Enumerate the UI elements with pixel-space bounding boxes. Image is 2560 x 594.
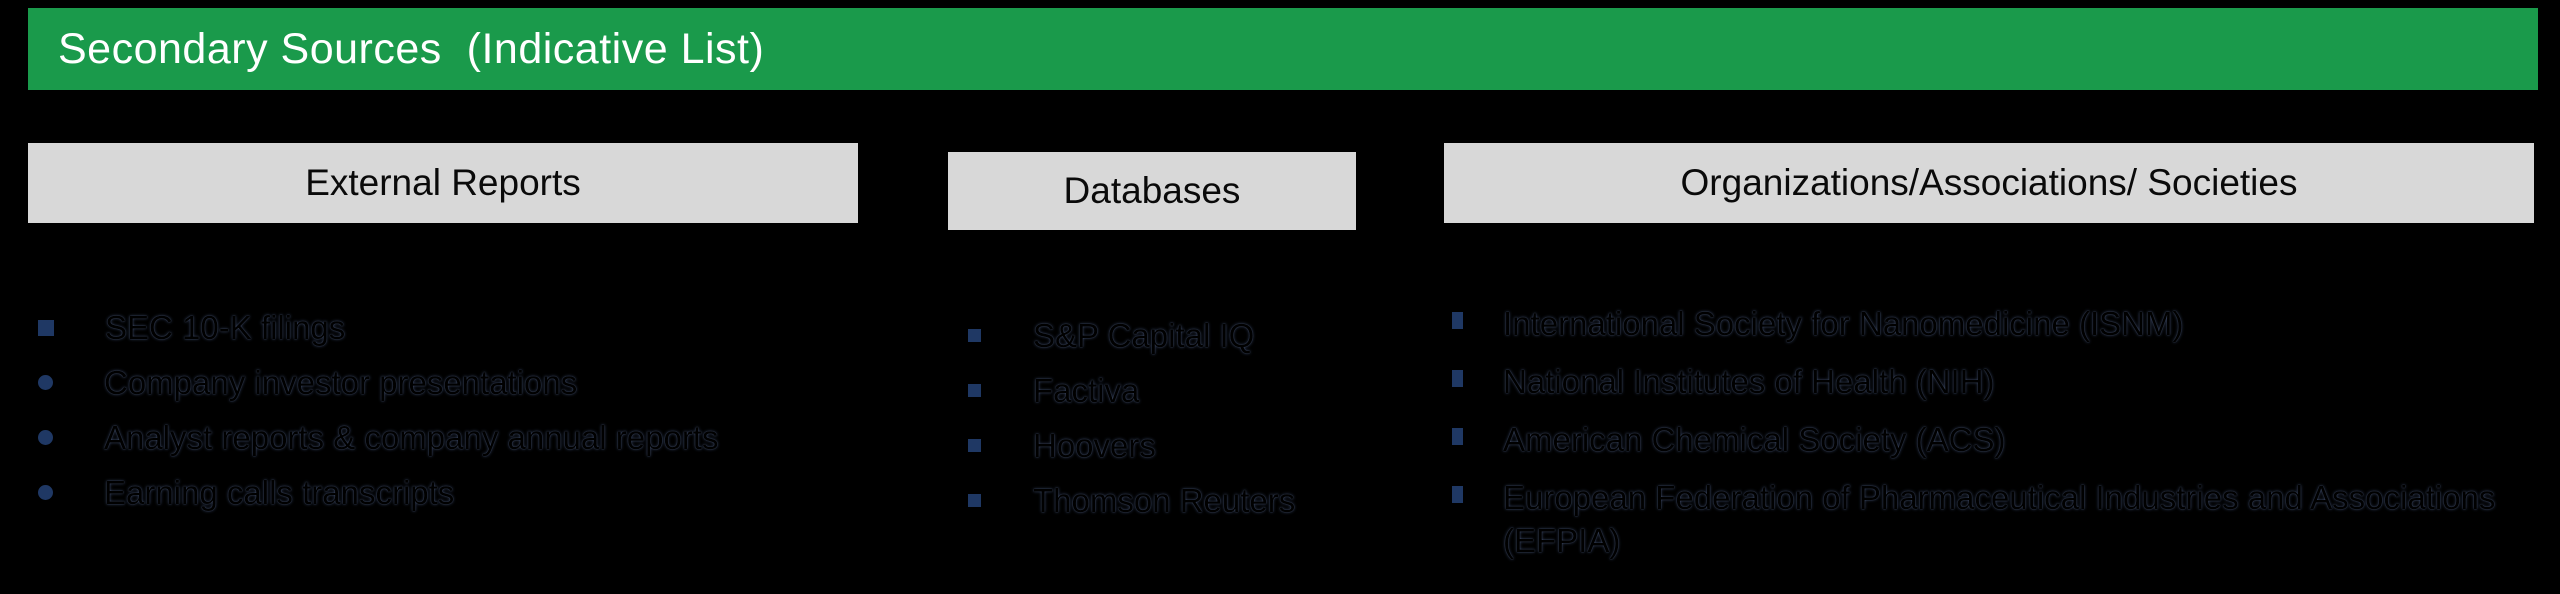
list-item-text: Thomson Reuters xyxy=(1033,482,1296,519)
title-bar: Secondary Sources (Indicative List) xyxy=(28,8,2538,90)
square-bullet-icon xyxy=(1452,370,1463,387)
square-bullet-icon xyxy=(1452,428,1463,445)
slide-title: Secondary Sources (Indicative List) xyxy=(58,24,765,73)
round-bullet-icon xyxy=(38,430,53,445)
list-item: National Institutes of Health (NIH) xyxy=(1452,360,2552,403)
list-item: Factiva xyxy=(968,371,1398,411)
organizations-header-label: Organizations/Associations/ Societies xyxy=(1680,162,2298,203)
square-bullet-icon xyxy=(968,329,981,342)
list-item-text: American Chemical Society (ACS) xyxy=(1503,421,2006,458)
external-reports-header-label: External Reports xyxy=(305,162,581,203)
list-item-text: Company investor presentations xyxy=(104,364,578,401)
square-bullet-icon xyxy=(968,439,981,452)
list-item-text: Analyst reports & company annual reports xyxy=(104,419,719,456)
list-item: Hoovers xyxy=(968,426,1398,466)
organizations-list: International Society for Nanomedicine (… xyxy=(1452,302,2552,577)
list-item-text: Earning calls transcripts xyxy=(104,474,455,511)
databases-list: S&P Capital IQ Factiva Hoovers Thomson R… xyxy=(968,316,1398,536)
databases-header: Databases xyxy=(948,152,1356,230)
list-item-text: National Institutes of Health (NIH) xyxy=(1503,363,1995,400)
list-item: Company investor presentations xyxy=(38,363,918,403)
list-item: S&P Capital IQ xyxy=(968,316,1398,356)
round-bullet-icon xyxy=(38,485,53,500)
list-item-text: S&P Capital IQ xyxy=(1033,317,1255,354)
list-item: SEC 10-K filings xyxy=(38,308,918,348)
list-item-text: Factiva xyxy=(1033,372,1140,409)
square-bullet-icon xyxy=(1452,312,1463,329)
list-item-text: SEC 10-K filings xyxy=(105,309,346,346)
square-bullet-icon xyxy=(968,384,981,397)
organizations-header: Organizations/Associations/ Societies xyxy=(1444,143,2534,223)
square-bullet-icon xyxy=(968,494,981,507)
square-bullet-icon xyxy=(1452,486,1463,503)
list-item-text: European Federation of Pharmaceutical In… xyxy=(1503,479,2496,559)
list-item: European Federation of Pharmaceutical In… xyxy=(1452,476,2552,562)
list-item: Earning calls transcripts xyxy=(38,473,918,513)
databases-header-label: Databases xyxy=(1063,170,1241,211)
external-reports-list: SEC 10-K filings Company investor presen… xyxy=(38,308,918,528)
list-item: International Society for Nanomedicine (… xyxy=(1452,302,2552,345)
list-item: Thomson Reuters xyxy=(968,481,1398,521)
round-bullet-icon xyxy=(38,375,53,390)
list-item: American Chemical Society (ACS) xyxy=(1452,418,2552,461)
square-bullet-icon xyxy=(38,320,54,336)
list-item: Analyst reports & company annual reports xyxy=(38,418,918,458)
list-item-text: International Society for Nanomedicine (… xyxy=(1503,305,2184,342)
external-reports-header: External Reports xyxy=(28,143,858,223)
list-item-text: Hoovers xyxy=(1033,427,1156,464)
